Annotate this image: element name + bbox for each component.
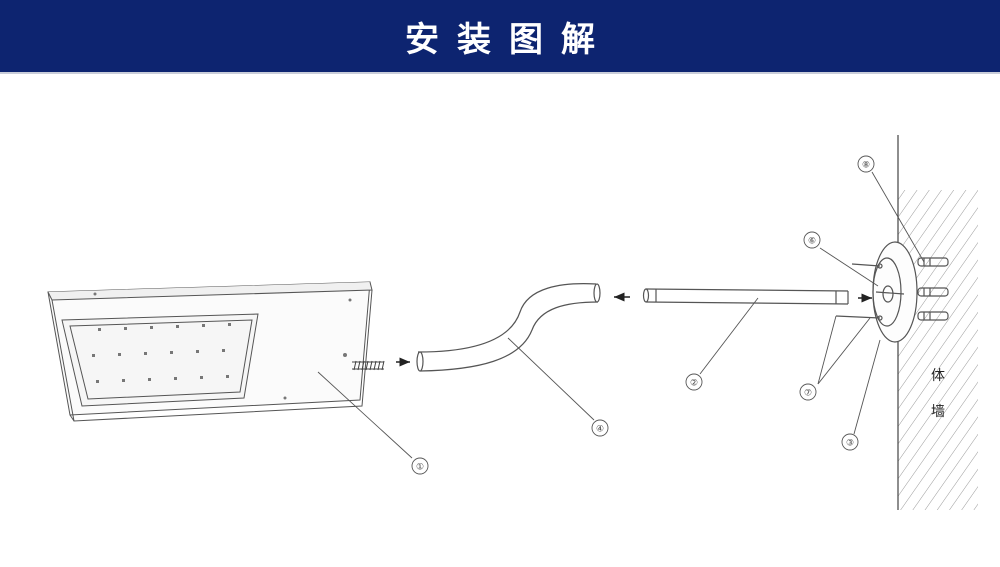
wall-label-char-2: 墙 [931, 404, 945, 420]
callout-7: ⑦ [799, 383, 817, 401]
callout-8: ⑧ [857, 155, 875, 173]
bent-connector-tube [416, 283, 601, 372]
title-divider [0, 72, 1000, 74]
callout-6: ⑥ [803, 231, 821, 249]
title-banner: 安装图解 [0, 0, 1000, 72]
straight-pipe [642, 288, 849, 305]
callout-3: ③ [841, 433, 859, 451]
svg-text:③: ③ [846, 439, 854, 449]
page-title: 安装图解 [405, 19, 613, 60]
mounting-flange [835, 241, 949, 343]
callout-1: ① [411, 457, 429, 475]
svg-text:④: ④ [596, 425, 604, 435]
wall [897, 135, 978, 510]
svg-text:⑧: ⑧ [862, 161, 870, 171]
wall-label-char-1: 体 [931, 368, 945, 384]
svg-text:②: ② [690, 379, 698, 389]
callout-2: ② [685, 373, 703, 391]
svg-text:⑥: ⑥ [808, 237, 816, 247]
lamp-fixture [47, 281, 385, 422]
svg-text:①: ① [416, 463, 424, 473]
svg-text:⑦: ⑦ [804, 389, 812, 399]
callout-4: ④ [591, 419, 609, 437]
leader-lines [317, 171, 925, 459]
